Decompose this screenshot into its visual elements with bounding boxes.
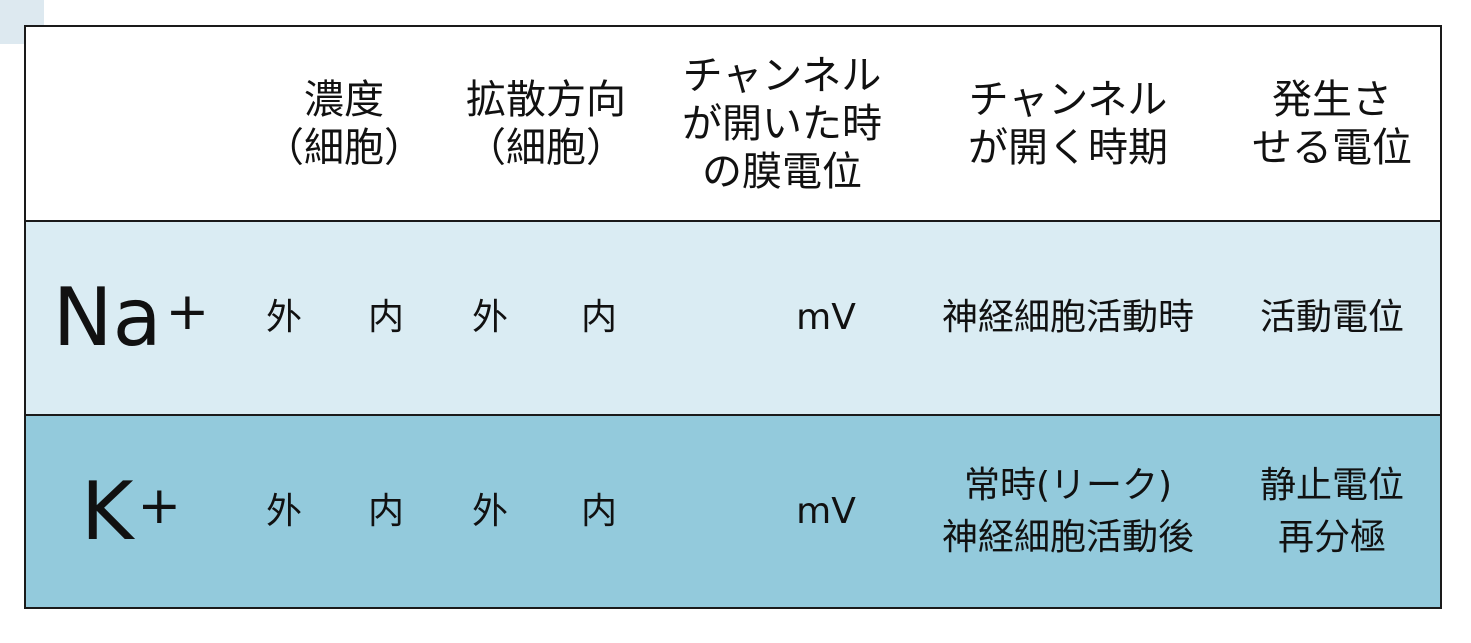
header-channel-timing: チャンネル が開く時期 (968, 76, 1168, 171)
k-row: K+ 外 内 外 内 mV 常時(リーク) 神経細胞活動後 静止電位 再分極 (26, 416, 1440, 607)
header-ion-blank (26, 27, 236, 220)
na-generated-potential: 活動電位 (1259, 297, 1404, 338)
header-row: 濃度 （細胞） 拡散方向 （細胞） チャンネル が開いた時 の膜電位 チャンネル… (26, 27, 1440, 222)
na-channel-timing: 神経細胞活動時 (941, 297, 1194, 338)
k-conc-to: 内 (367, 490, 404, 532)
na-diff-from: 外 (471, 297, 508, 338)
header-diffusion: 拡散方向 （細胞） (466, 76, 626, 171)
header-concentration: 濃度 （細胞） (264, 76, 424, 171)
ion-channel-table: 濃度 （細胞） 拡散方向 （細胞） チャンネル が開いた時 の膜電位 チャンネル… (24, 25, 1442, 609)
k-diff-from: 外 (471, 490, 508, 532)
ion-label-na: Na+ (26, 222, 236, 414)
k-channel-timing: 常時(リーク) 神経細胞活動後 (941, 464, 1194, 558)
k-conc-from: 外 (265, 490, 302, 532)
header-generated-potential: 発生さ せる電位 (1252, 76, 1412, 171)
ion-label-k: K+ (26, 416, 236, 607)
ion-symbol: Na (52, 271, 162, 364)
na-row: Na+ 外 内 外 内 mV 神経細胞活動時 活動電位 (26, 222, 1440, 416)
na-conc-to: 内 (367, 297, 404, 338)
k-potential-unit: mV (796, 490, 856, 532)
ion-charge: + (165, 282, 210, 342)
na-conc-from: 外 (265, 297, 302, 338)
ion-charge: + (137, 475, 182, 536)
k-generated-potential: 静止電位 再分極 (1259, 464, 1404, 558)
header-membrane-potential: チャンネル が開いた時 の膜電位 (682, 52, 882, 195)
na-potential-unit: mV (796, 297, 856, 338)
na-diff-to: 内 (580, 297, 617, 338)
k-diff-to: 内 (580, 490, 617, 532)
ion-symbol: K (80, 464, 134, 558)
